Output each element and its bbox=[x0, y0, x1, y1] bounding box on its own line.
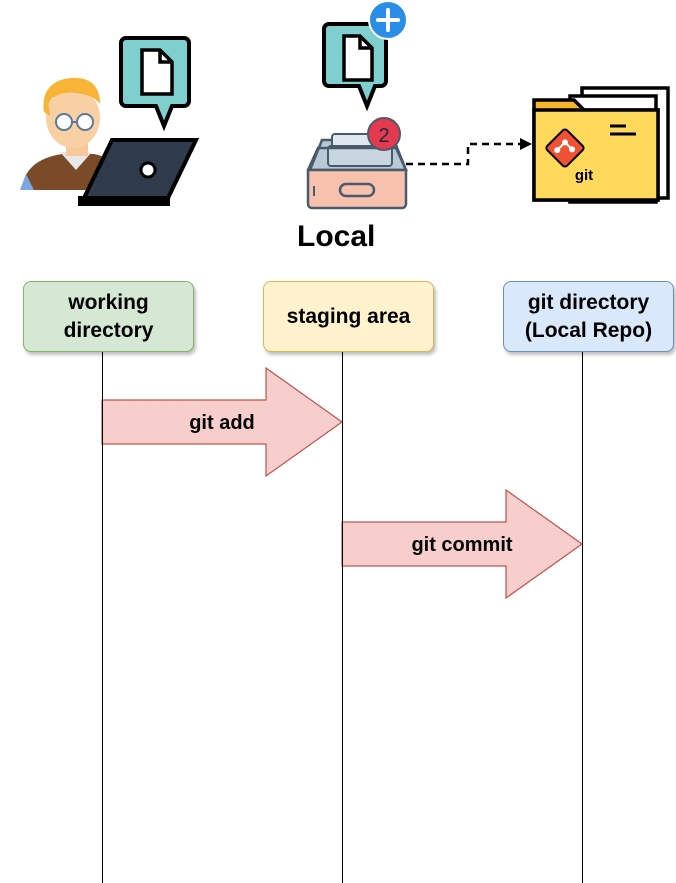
dashed-connector bbox=[406, 142, 526, 166]
connector-arrowhead bbox=[520, 138, 532, 150]
lifeline-staging-area bbox=[342, 351, 343, 883]
page-title: Local bbox=[297, 220, 376, 253]
staging-area-box: staging area bbox=[263, 281, 434, 352]
git-directory-box: git directory (Local Repo) bbox=[503, 281, 674, 352]
git-directory-label-line2: (Local Repo) bbox=[524, 318, 653, 342]
working-directory-box: working directory bbox=[23, 281, 194, 352]
count-badge-text: 2 bbox=[378, 125, 389, 147]
git-folder-text: git bbox=[575, 167, 593, 184]
count-badge: 2 bbox=[367, 117, 401, 151]
staging-area-label: staging area bbox=[286, 304, 411, 328]
working-directory-label-line1: working bbox=[68, 290, 149, 314]
developer-at-laptop-icon bbox=[20, 36, 200, 206]
working-directory-label-line2: directory bbox=[63, 318, 154, 342]
inbox-tray-icon: 2 bbox=[306, 0, 408, 210]
git-folder-icon: git bbox=[532, 86, 670, 204]
lifeline-working-directory bbox=[102, 351, 103, 883]
git-commit-arrow: git commit bbox=[341, 488, 584, 600]
git-commit-label: git commit bbox=[411, 534, 512, 556]
document-bubble-icon bbox=[322, 22, 388, 112]
git-directory-label-line1: git directory bbox=[527, 290, 650, 314]
document-bubble-icon bbox=[119, 36, 191, 132]
git-add-arrow: git add bbox=[101, 366, 344, 478]
plus-badge-icon bbox=[368, 0, 408, 40]
lifeline-git-directory bbox=[582, 351, 583, 883]
git-add-label: git add bbox=[189, 412, 255, 434]
